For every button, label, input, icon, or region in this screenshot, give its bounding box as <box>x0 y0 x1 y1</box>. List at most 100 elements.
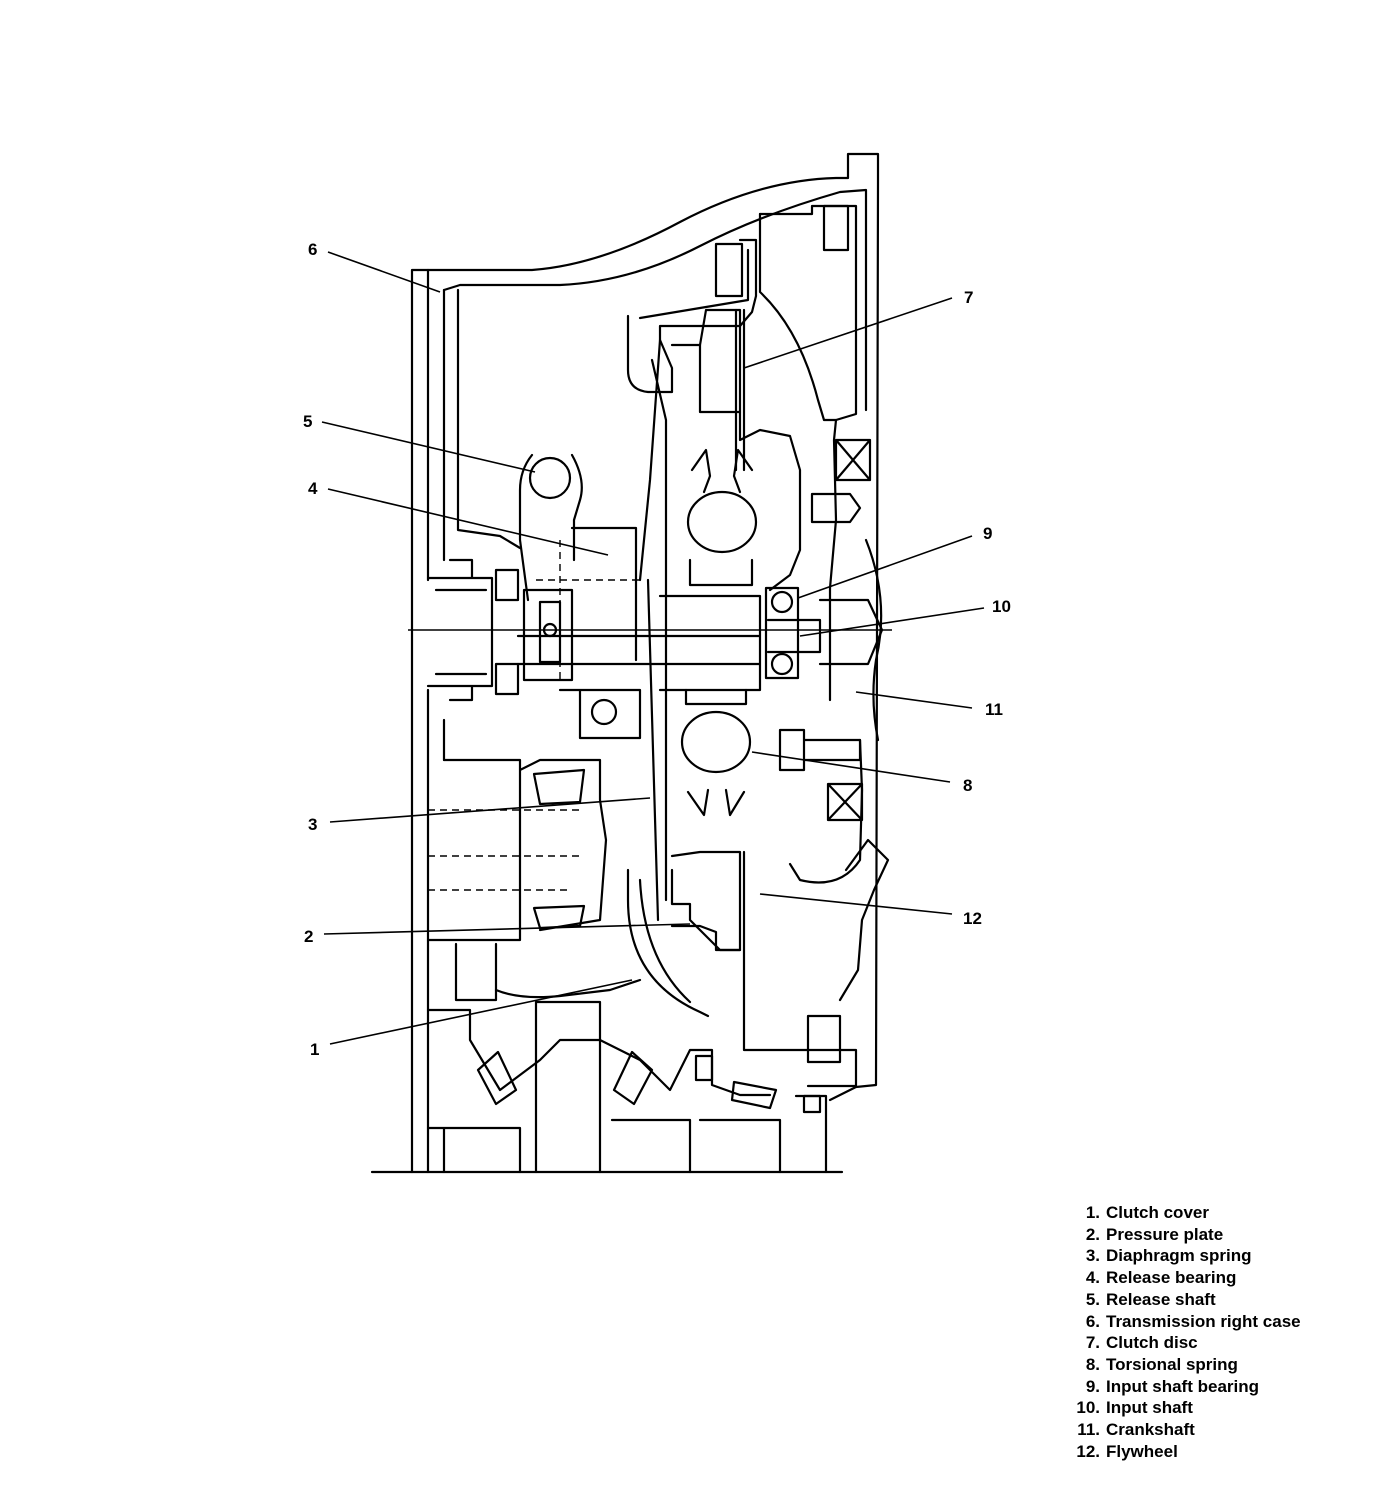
callout-7: 7 <box>964 288 973 307</box>
differential-gear-right <box>612 1050 654 1106</box>
legend-label: Diaphragm spring <box>1106 1246 1252 1266</box>
clutch-cover-lower <box>558 688 642 740</box>
legend-item: 1. Clutch cover <box>1060 1202 1360 1224</box>
flywheel-bolt-upper <box>822 204 850 252</box>
clutch-cover-inner <box>638 248 750 320</box>
release-bearing-inner <box>538 600 562 664</box>
bolt-8 <box>778 728 862 772</box>
input-shaft <box>516 594 762 692</box>
legend-item: 5. Release shaft <box>1060 1289 1360 1311</box>
pilot-bearing-ball <box>590 698 618 726</box>
release-shaft <box>528 456 572 500</box>
clutch-disc-line <box>734 308 746 472</box>
flywheel-lower <box>742 738 864 1088</box>
legend-item: 4. Release bearing <box>1060 1267 1360 1289</box>
taper-bearing-lower <box>532 904 586 930</box>
case-inner-wall <box>426 268 446 1174</box>
bolt-upper-crank <box>810 492 862 524</box>
legend-label: Pressure plate <box>1106 1224 1224 1244</box>
legend-number: 2. <box>1085 1224 1100 1244</box>
oil-seal-left <box>494 568 520 696</box>
flywheel-upper <box>758 204 858 590</box>
leader-8 <box>751 751 951 783</box>
callout-numbers: 1 2 3 4 5 6 7 8 9 10 11 12 <box>303 240 1011 1059</box>
callout-2: 2 <box>304 927 313 946</box>
legend-item: 7. Clutch disc <box>1060 1332 1360 1354</box>
legend-item: 2. Pressure plate <box>1060 1224 1360 1246</box>
bearing-race <box>764 586 800 680</box>
callout-12: 12 <box>963 909 982 928</box>
taper-bearing-upper <box>532 768 586 806</box>
legend-number: 7. <box>1085 1333 1100 1353</box>
legend-label: Input shaft <box>1106 1398 1193 1418</box>
leader-10 <box>799 607 985 637</box>
release-fork-arm <box>518 453 583 602</box>
legend-number: 3. <box>1085 1246 1100 1266</box>
legend-item: 11. Crankshaft <box>1060 1419 1360 1441</box>
bearing-ball-lower <box>770 652 794 676</box>
leader-6 <box>327 251 441 293</box>
legend-label: Input shaft bearing <box>1106 1376 1259 1396</box>
legend-label: Transmission right case <box>1106 1311 1301 1331</box>
parts-legend: 1. Clutch cover 2. Pressure plate 3. Dia… <box>1060 1202 1360 1462</box>
callout-3: 3 <box>308 815 317 834</box>
case-lower-inner <box>426 758 608 942</box>
legend-number: 8. <box>1085 1354 1100 1374</box>
callout-4: 4 <box>308 479 318 498</box>
legend-label: Torsional spring <box>1106 1354 1238 1374</box>
release-bearing-ball <box>542 622 558 638</box>
legend-number: 10. <box>1076 1398 1100 1418</box>
leader-2 <box>323 923 691 935</box>
callout-11: 11 <box>985 700 1003 719</box>
legend-item: 3. Diaphragm spring <box>1060 1245 1360 1267</box>
spring-holder-lower <box>684 688 748 817</box>
legend-item: 8. Torsional spring <box>1060 1354 1360 1376</box>
case-inner-contour <box>442 188 868 412</box>
differential-gear-left <box>476 1050 518 1106</box>
pressure-plate-lower <box>670 850 742 952</box>
legend-number: 1. <box>1085 1203 1100 1222</box>
differential-shaft <box>534 1000 602 1174</box>
legend-item: 6. Transmission right case <box>1060 1311 1360 1333</box>
leader-4 <box>327 488 609 556</box>
case-flange <box>456 288 522 550</box>
leader-11 <box>855 691 973 709</box>
crankshaft-end <box>818 598 884 666</box>
disc-lining-upper <box>698 343 742 414</box>
leader-1 <box>329 979 633 1045</box>
crank-bearing-lower <box>826 782 864 822</box>
spring-holder-upper <box>688 448 754 587</box>
crankshaft-body <box>828 538 883 742</box>
legend-number: 9. <box>1085 1376 1100 1396</box>
leader-5 <box>321 421 536 473</box>
legend-label: Release shaft <box>1106 1289 1216 1309</box>
torsional-spring-lower <box>680 710 752 774</box>
left-lower-shaft <box>454 942 498 1002</box>
crank-bearing-upper <box>834 438 872 482</box>
legend-label: Crankshaft <box>1106 1420 1195 1440</box>
legend-number: 11. <box>1077 1420 1100 1440</box>
housing-block-upper <box>714 242 744 298</box>
flywheel-ring-gear <box>838 838 890 1002</box>
legend-number: 12. <box>1076 1441 1100 1461</box>
torsional-spring-upper <box>686 490 758 554</box>
leader-12 <box>759 893 953 915</box>
clutch-cover-lower-sweep <box>626 868 742 1018</box>
legend-label: Clutch disc <box>1106 1333 1198 1353</box>
leader-lines <box>321 251 985 1045</box>
callout-9: 9 <box>983 524 992 543</box>
legend-number: 5. <box>1085 1289 1100 1309</box>
pressure-plate-upper <box>670 308 802 592</box>
leader-7 <box>743 297 953 369</box>
legend-item: 9. Input shaft bearing <box>1060 1376 1360 1398</box>
differential-dashed <box>428 809 580 891</box>
lower-seal <box>694 1054 822 1114</box>
flywheel-face-upper <box>758 212 838 422</box>
release-fork-block <box>570 526 638 662</box>
drawing <box>370 152 892 1174</box>
callout-5: 5 <box>303 412 312 431</box>
legend-number: 4. <box>1085 1268 1100 1288</box>
callout-6: 6 <box>308 240 317 259</box>
legend-label: Clutch cover <box>1106 1203 1209 1222</box>
